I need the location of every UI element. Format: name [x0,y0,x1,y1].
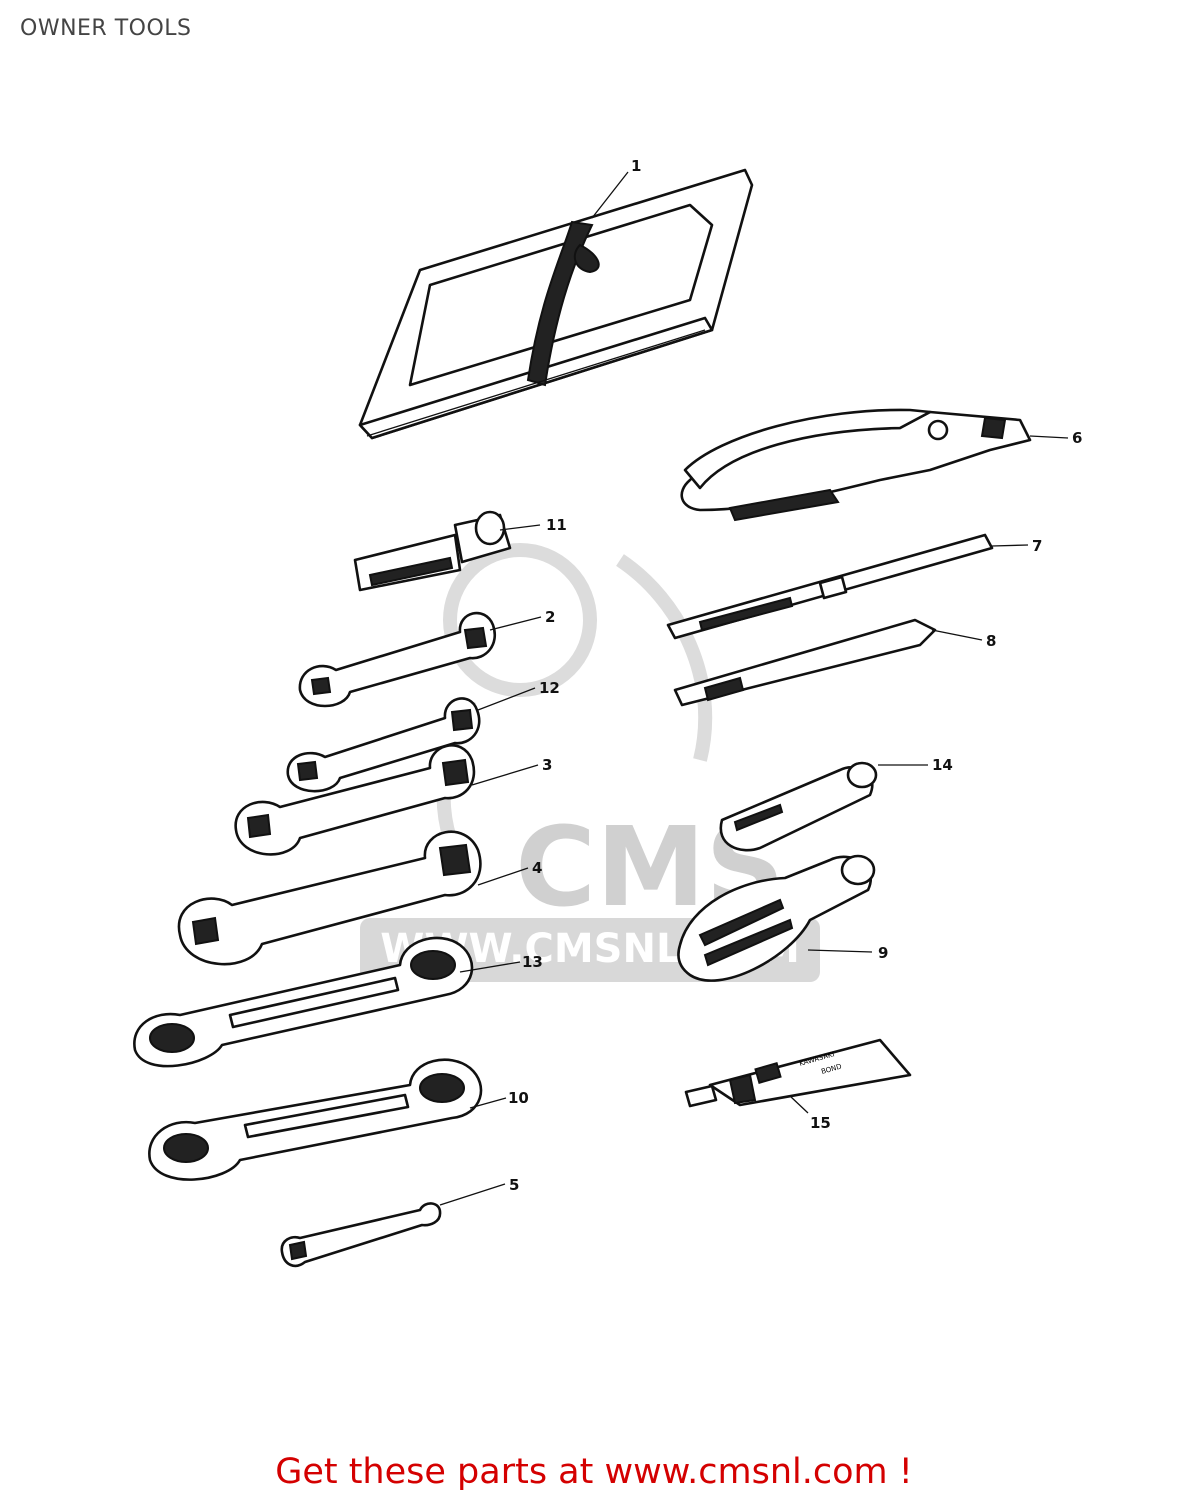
open-end-wrench-icon [234,744,476,856]
page-title: OWNER TOOLS [20,16,192,41]
callout-1: 1 [631,157,641,175]
callout-5: 5 [509,1176,519,1194]
callout-6: 6 [1072,429,1082,447]
callout-leaders [439,171,1069,1206]
glue-tube-icon: KAWASAKI BOND [684,1038,912,1108]
callout-8: 8 [986,632,996,650]
open-end-wrench-icon [177,830,482,966]
callout-14: 14 [932,756,953,774]
socket-wrench-icon [353,510,512,592]
open-end-wrench-icon [286,697,481,793]
callout-4: 4 [532,859,542,877]
screwdriver-icon [666,533,994,640]
tool-bag-icon [358,168,754,440]
callout-15: 15 [810,1114,831,1132]
screwdriver-handle-icon [677,854,876,982]
callout-13: 13 [522,953,543,971]
open-end-wrench-icon [298,611,496,708]
box-end-wrench-icon [148,1058,483,1181]
box-end-wrench-icon [133,936,474,1068]
screwdriver-grip-icon [719,761,878,852]
callout-3: 3 [542,756,552,774]
cmsnl-shop-link[interactable]: Get these parts at www.cmsnl.com ! [275,1452,913,1492]
pliers-icon [680,408,1032,522]
callout-9: 9 [878,944,888,962]
callout-12: 12 [539,679,560,697]
callout-2: 2 [545,608,555,626]
callout-numbers: 1 6 11 7 2 8 12 3 14 4 9 13 15 10 5 [508,157,1082,1194]
callout-7: 7 [1032,537,1042,555]
callout-10: 10 [508,1089,529,1107]
screwdriver-icon [673,618,937,707]
spoke-wrench-icon [280,1202,442,1268]
callout-11: 11 [546,516,567,534]
